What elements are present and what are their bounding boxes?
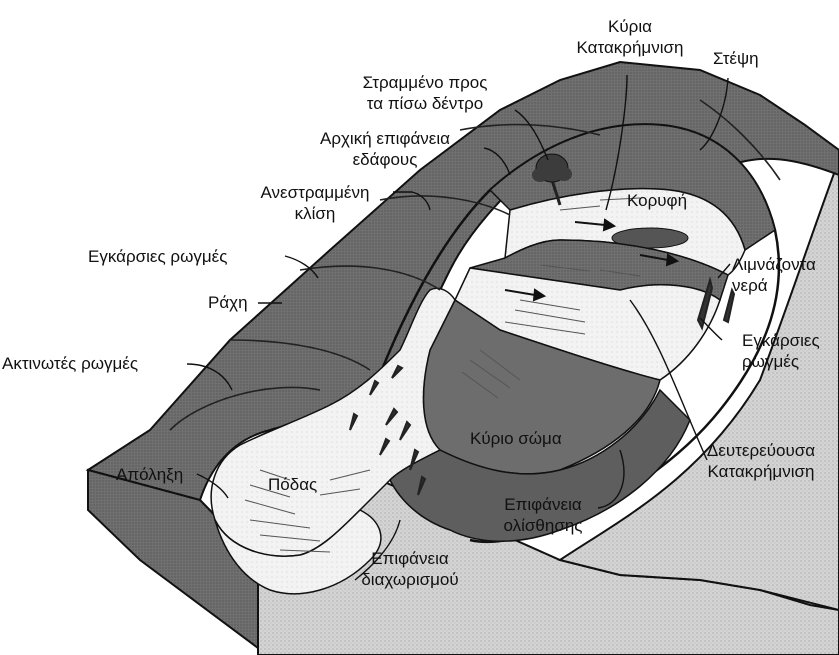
- label-radial-cracks: Ακτινωτές ρωγμές: [2, 353, 138, 374]
- label-main-scarp-line1: Κύρια: [555, 16, 705, 37]
- label-original-ground: Αρχική επιφάνεια εδάφους: [285, 128, 485, 170]
- label-ponded-water-line1: Λιμνάζοντα: [732, 254, 816, 275]
- label-main-scarp-line2: Κατακρήμνιση: [555, 37, 705, 58]
- label-transverse-cracks-left: Εγκάρσιες ρωγμές: [88, 246, 227, 267]
- label-original-ground-line2: εδάφους: [285, 149, 485, 170]
- label-tilted-tree-line2: τα πίσω δέντρο: [330, 93, 520, 114]
- label-crown: Στέψη: [713, 48, 759, 69]
- label-transverse-cracks-right: Εγκάρσιες ρωγμές: [742, 330, 820, 372]
- label-transverse-cracks-right-line2: ρωγμές: [742, 351, 820, 372]
- label-surface-of-separation-line2: διαχωρισμού: [340, 569, 480, 590]
- label-reverse-slope: Ανεστραμμένη κλίση: [240, 182, 390, 224]
- label-surface-of-rupture: Επιφάνεια ολίσθησης: [478, 494, 608, 536]
- label-surface-of-separation: Επιφάνεια διαχωρισμού: [340, 548, 480, 590]
- label-reverse-slope-line2: κλίση: [240, 203, 390, 224]
- label-surface-of-rupture-line1: Επιφάνεια: [478, 494, 608, 515]
- label-surface-of-separation-line1: Επιφάνεια: [340, 548, 480, 569]
- label-minor-scarp-line1: Δευτερεύουσα: [686, 440, 836, 461]
- label-minor-scarp-line2: Κατακρήμνιση: [686, 461, 836, 482]
- label-tilted-tree: Στραμμένο προς τα πίσω δέντρο: [330, 72, 520, 114]
- label-ponded-water: Λιμνάζοντα νερά: [732, 254, 816, 296]
- label-foot: Πόδας: [268, 474, 317, 495]
- label-tilted-tree-line1: Στραμμένο προς: [330, 72, 520, 93]
- label-reverse-slope-line1: Ανεστραμμένη: [240, 182, 390, 203]
- label-transverse-cracks-right-line1: Εγκάρσιες: [742, 330, 820, 351]
- label-surface-of-rupture-line2: ολίσθησης: [478, 515, 608, 536]
- label-original-ground-line1: Αρχική επιφάνεια: [285, 128, 485, 149]
- label-ridge: Ράχη: [208, 292, 248, 313]
- label-minor-scarp: Δευτερεύουσα Κατακρήμνιση: [686, 440, 836, 482]
- label-toe-tip: Απόληξη: [116, 464, 183, 485]
- label-main-scarp: Κύρια Κατακρήμνιση: [555, 16, 705, 58]
- label-ponded-water-line2: νερά: [732, 275, 816, 296]
- label-main-body: Κύριο σώμα: [470, 428, 562, 449]
- label-head: Κορυφή: [627, 190, 687, 211]
